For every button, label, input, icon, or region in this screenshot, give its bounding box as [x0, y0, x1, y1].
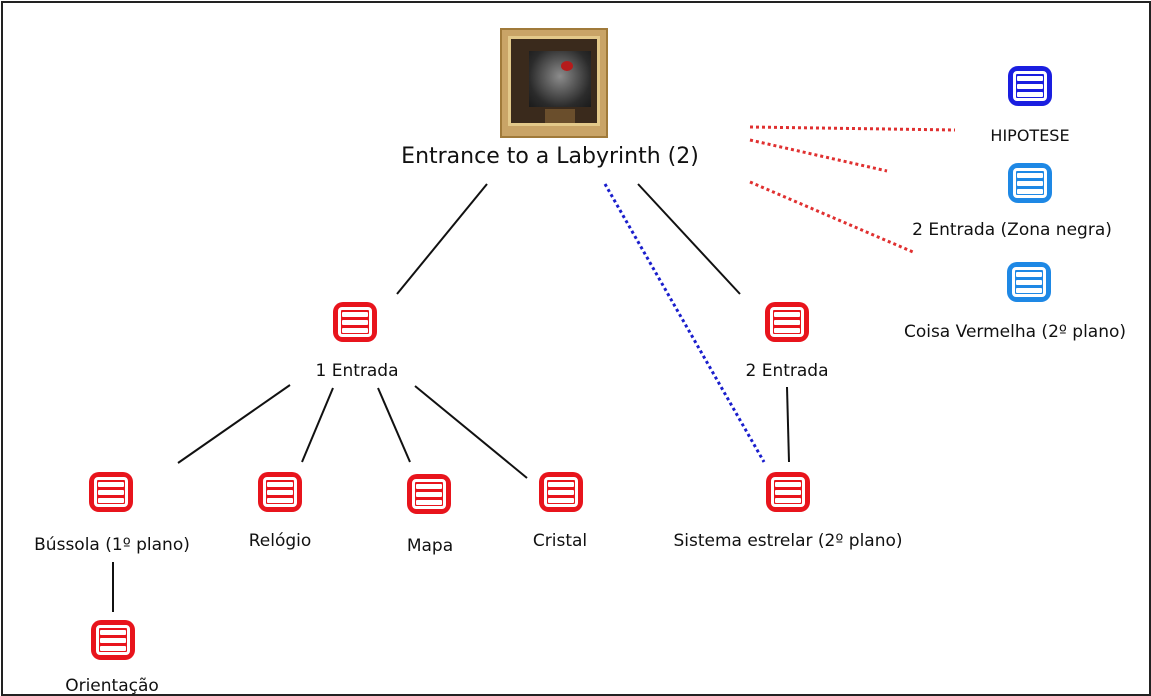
zona-negra-label[interactable]: 2 Entrada (Zona negra) [912, 220, 1112, 240]
cristal-node-icon[interactable] [539, 472, 583, 512]
zona-negra-node-icon[interactable] [1008, 163, 1052, 203]
link-root-entrada1 [396, 183, 488, 295]
link-root-sistema-dotted [603, 183, 766, 463]
sistema-label[interactable]: Sistema estrelar (2º plano) [673, 531, 903, 551]
entrada1-node-icon[interactable] [333, 302, 377, 342]
link-entrada1-bussola [177, 384, 291, 464]
artwork-red-detail [561, 61, 573, 71]
link-entrada1-cristal [414, 385, 528, 479]
coisa-vermelha-label[interactable]: Coisa Vermelha (2º plano) [903, 322, 1127, 342]
artwork-thumbnail[interactable] [500, 28, 608, 138]
entrada2-node-icon[interactable] [765, 302, 809, 342]
relogio-label[interactable]: Relógio [248, 531, 312, 551]
bussola-label[interactable]: Bússola (1º plano) [34, 535, 190, 555]
artwork-glass [529, 51, 591, 107]
link-root-coisavermelha-dotted [749, 180, 914, 254]
cristal-label[interactable]: Cristal [532, 531, 588, 551]
entrada2-label[interactable]: 2 Entrada [745, 361, 829, 381]
link-root-hipotese-dotted [749, 125, 956, 132]
artwork-base [545, 109, 575, 123]
entrada1-label[interactable]: 1 Entrada [315, 361, 399, 381]
hipotese-node-icon[interactable] [1008, 66, 1052, 106]
link-root-entrada2 [637, 183, 741, 295]
orientacao-node-icon[interactable] [91, 620, 135, 660]
coisa-vermelha-node-icon[interactable] [1007, 262, 1051, 302]
link-entrada2-sistema [786, 386, 790, 463]
link-entrada1-mapa [377, 387, 411, 463]
mapa-node-icon[interactable] [407, 474, 451, 514]
artwork-board [508, 36, 600, 126]
sistema-node-icon[interactable] [766, 472, 810, 512]
link-root-zonanegra-dotted [749, 138, 888, 173]
bussola-node-icon[interactable] [89, 472, 133, 512]
orientacao-label[interactable]: Orientação [65, 676, 159, 696]
hipotese-label[interactable]: HIPOTESE [990, 126, 1070, 145]
mapa-label[interactable]: Mapa [406, 536, 454, 556]
root-title[interactable]: Entrance to a Labyrinth (2) [401, 144, 699, 169]
link-entrada1-relogio [301, 387, 334, 463]
relogio-node-icon[interactable] [258, 472, 302, 512]
